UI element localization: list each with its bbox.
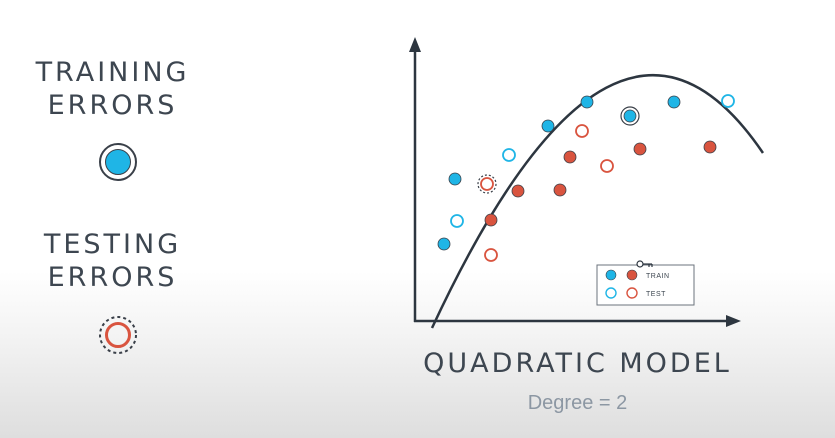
legend-test-label: TEST (646, 291, 666, 298)
testing-point-red (484, 248, 498, 262)
testing-errors-line1: TESTING (43, 229, 182, 260)
training-point-red (633, 142, 647, 156)
training-point-red (484, 213, 498, 227)
testing-errors-symbol-icon (99, 316, 137, 354)
testing-point-red (480, 177, 494, 191)
model-title: QUADRATIC MODEL (423, 348, 732, 379)
testing-point-red (600, 159, 614, 173)
legend-test-red-marker (626, 287, 638, 299)
training-errors-label: TRAINING ERRORS (30, 56, 195, 122)
legend-train-blue-marker (605, 269, 617, 281)
training-errors-line2: ERRORS (47, 90, 178, 121)
x-axis-arrow-icon (726, 315, 741, 327)
testing-errors-label: TESTING ERRORS (30, 228, 195, 294)
training-errors-symbol-icon (99, 143, 137, 181)
key-icon (636, 260, 653, 268)
plot-legend: TRAIN TEST (596, 260, 695, 306)
testing-point (450, 214, 464, 228)
training-point (580, 95, 594, 109)
testing-points (450, 94, 735, 262)
training-points (437, 95, 681, 251)
training-points-red (484, 140, 717, 227)
model-subtitle: Degree = 2 (527, 392, 628, 414)
training-point (437, 237, 451, 251)
testing-point (721, 94, 735, 108)
y-axis-arrow-icon (409, 37, 421, 52)
testing-errors-line2: ERRORS (47, 262, 178, 293)
training-point (667, 95, 681, 109)
legend-train-label: TRAIN (646, 273, 670, 280)
testing-point-highlight-ring (477, 174, 497, 194)
training-errors-line1: TRAINING (35, 57, 190, 88)
training-point-red (703, 140, 717, 154)
plot-axes (409, 37, 741, 327)
training-point (623, 109, 637, 123)
testing-point (502, 148, 516, 162)
training-point-red (511, 184, 525, 198)
training-point (541, 119, 555, 133)
legend-train-red-marker (626, 269, 638, 281)
training-point-red (553, 183, 567, 197)
testing-point-red (575, 124, 589, 138)
training-point-highlight-ring (620, 106, 640, 126)
training-point (448, 172, 462, 186)
quadratic-fit-curve (430, 73, 765, 329)
legend-test-blue-marker (605, 287, 617, 299)
training-point-red (563, 150, 577, 164)
